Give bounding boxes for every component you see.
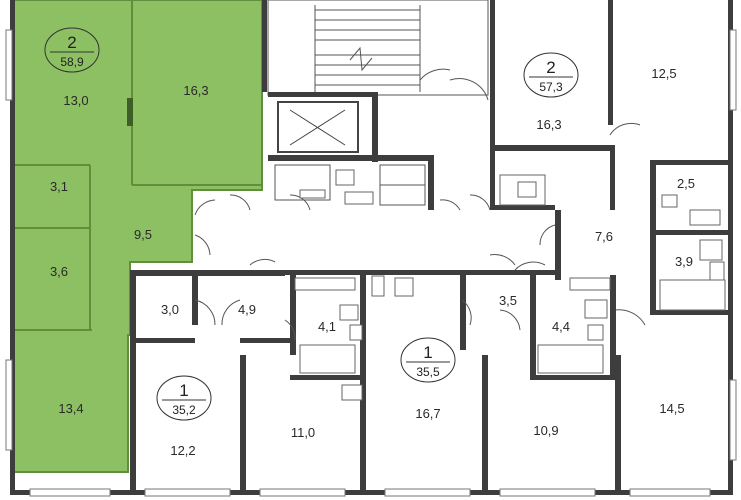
room-area-label: 3,0 [161,302,179,317]
outer-walls [10,0,733,495]
room-area-label: 3,6 [50,264,68,279]
unit-a-fill [14,0,262,472]
room-area-label: 4,4 [552,319,570,334]
unit-a-outline [13,0,263,473]
unit-c-rooms: 1 [179,381,188,400]
unit-a-total-area: 58,9 [60,55,84,69]
room-area-label: 13,0 [63,93,88,108]
lower-units-walls [130,265,621,492]
room-area-label: 2,5 [677,176,695,191]
corridor-doors [194,189,546,271]
unit-d-total-area: 35,5 [416,365,440,379]
room-area-label: 12,2 [170,443,195,458]
room-area-label: 4,9 [238,302,256,317]
unit-d-badge[interactable]: 1 35,5 [400,337,456,383]
room-area-label: 7,6 [595,229,613,244]
unit-d-rooms: 1 [423,343,432,362]
unit-b-walls [495,122,730,326]
room-area-label: 3,5 [499,293,517,308]
room-area-label: 16,3 [183,83,208,98]
room-area-label: 16,3 [536,117,561,132]
unit-a-highlight[interactable] [13,0,263,473]
unit-c-total-area: 35,2 [172,403,196,417]
room-area-label: 9,5 [134,227,152,242]
room-area-label: 14,5 [659,401,684,416]
unit-a-rooms: 2 [67,33,76,52]
room-area-label: 3,1 [50,179,68,194]
room-area-label: 11,0 [291,425,315,440]
unit-c-badge[interactable]: 1 35,2 [156,375,212,421]
room-area-label: 3,9 [675,254,693,269]
unit-a-badge[interactable]: 2 58,9 [44,27,100,73]
room-area-label: 4,1 [318,319,336,334]
room-area-label: 13,4 [58,401,83,416]
unit-b-total-area: 57,3 [539,80,563,94]
unit-b-rooms: 2 [546,58,555,77]
window-marks [5,29,737,497]
room-labels: 13,0 16,3 3,1 9,5 3,6 13,4 12,5 16,3 2,5… [50,66,695,458]
room-area-label: 16,7 [415,406,440,421]
room-area-label: 10,9 [533,423,558,438]
unit-b-badge[interactable]: 2 57,3 [523,52,579,98]
stair-core [267,0,489,210]
room-area-label: 12,5 [651,66,676,81]
